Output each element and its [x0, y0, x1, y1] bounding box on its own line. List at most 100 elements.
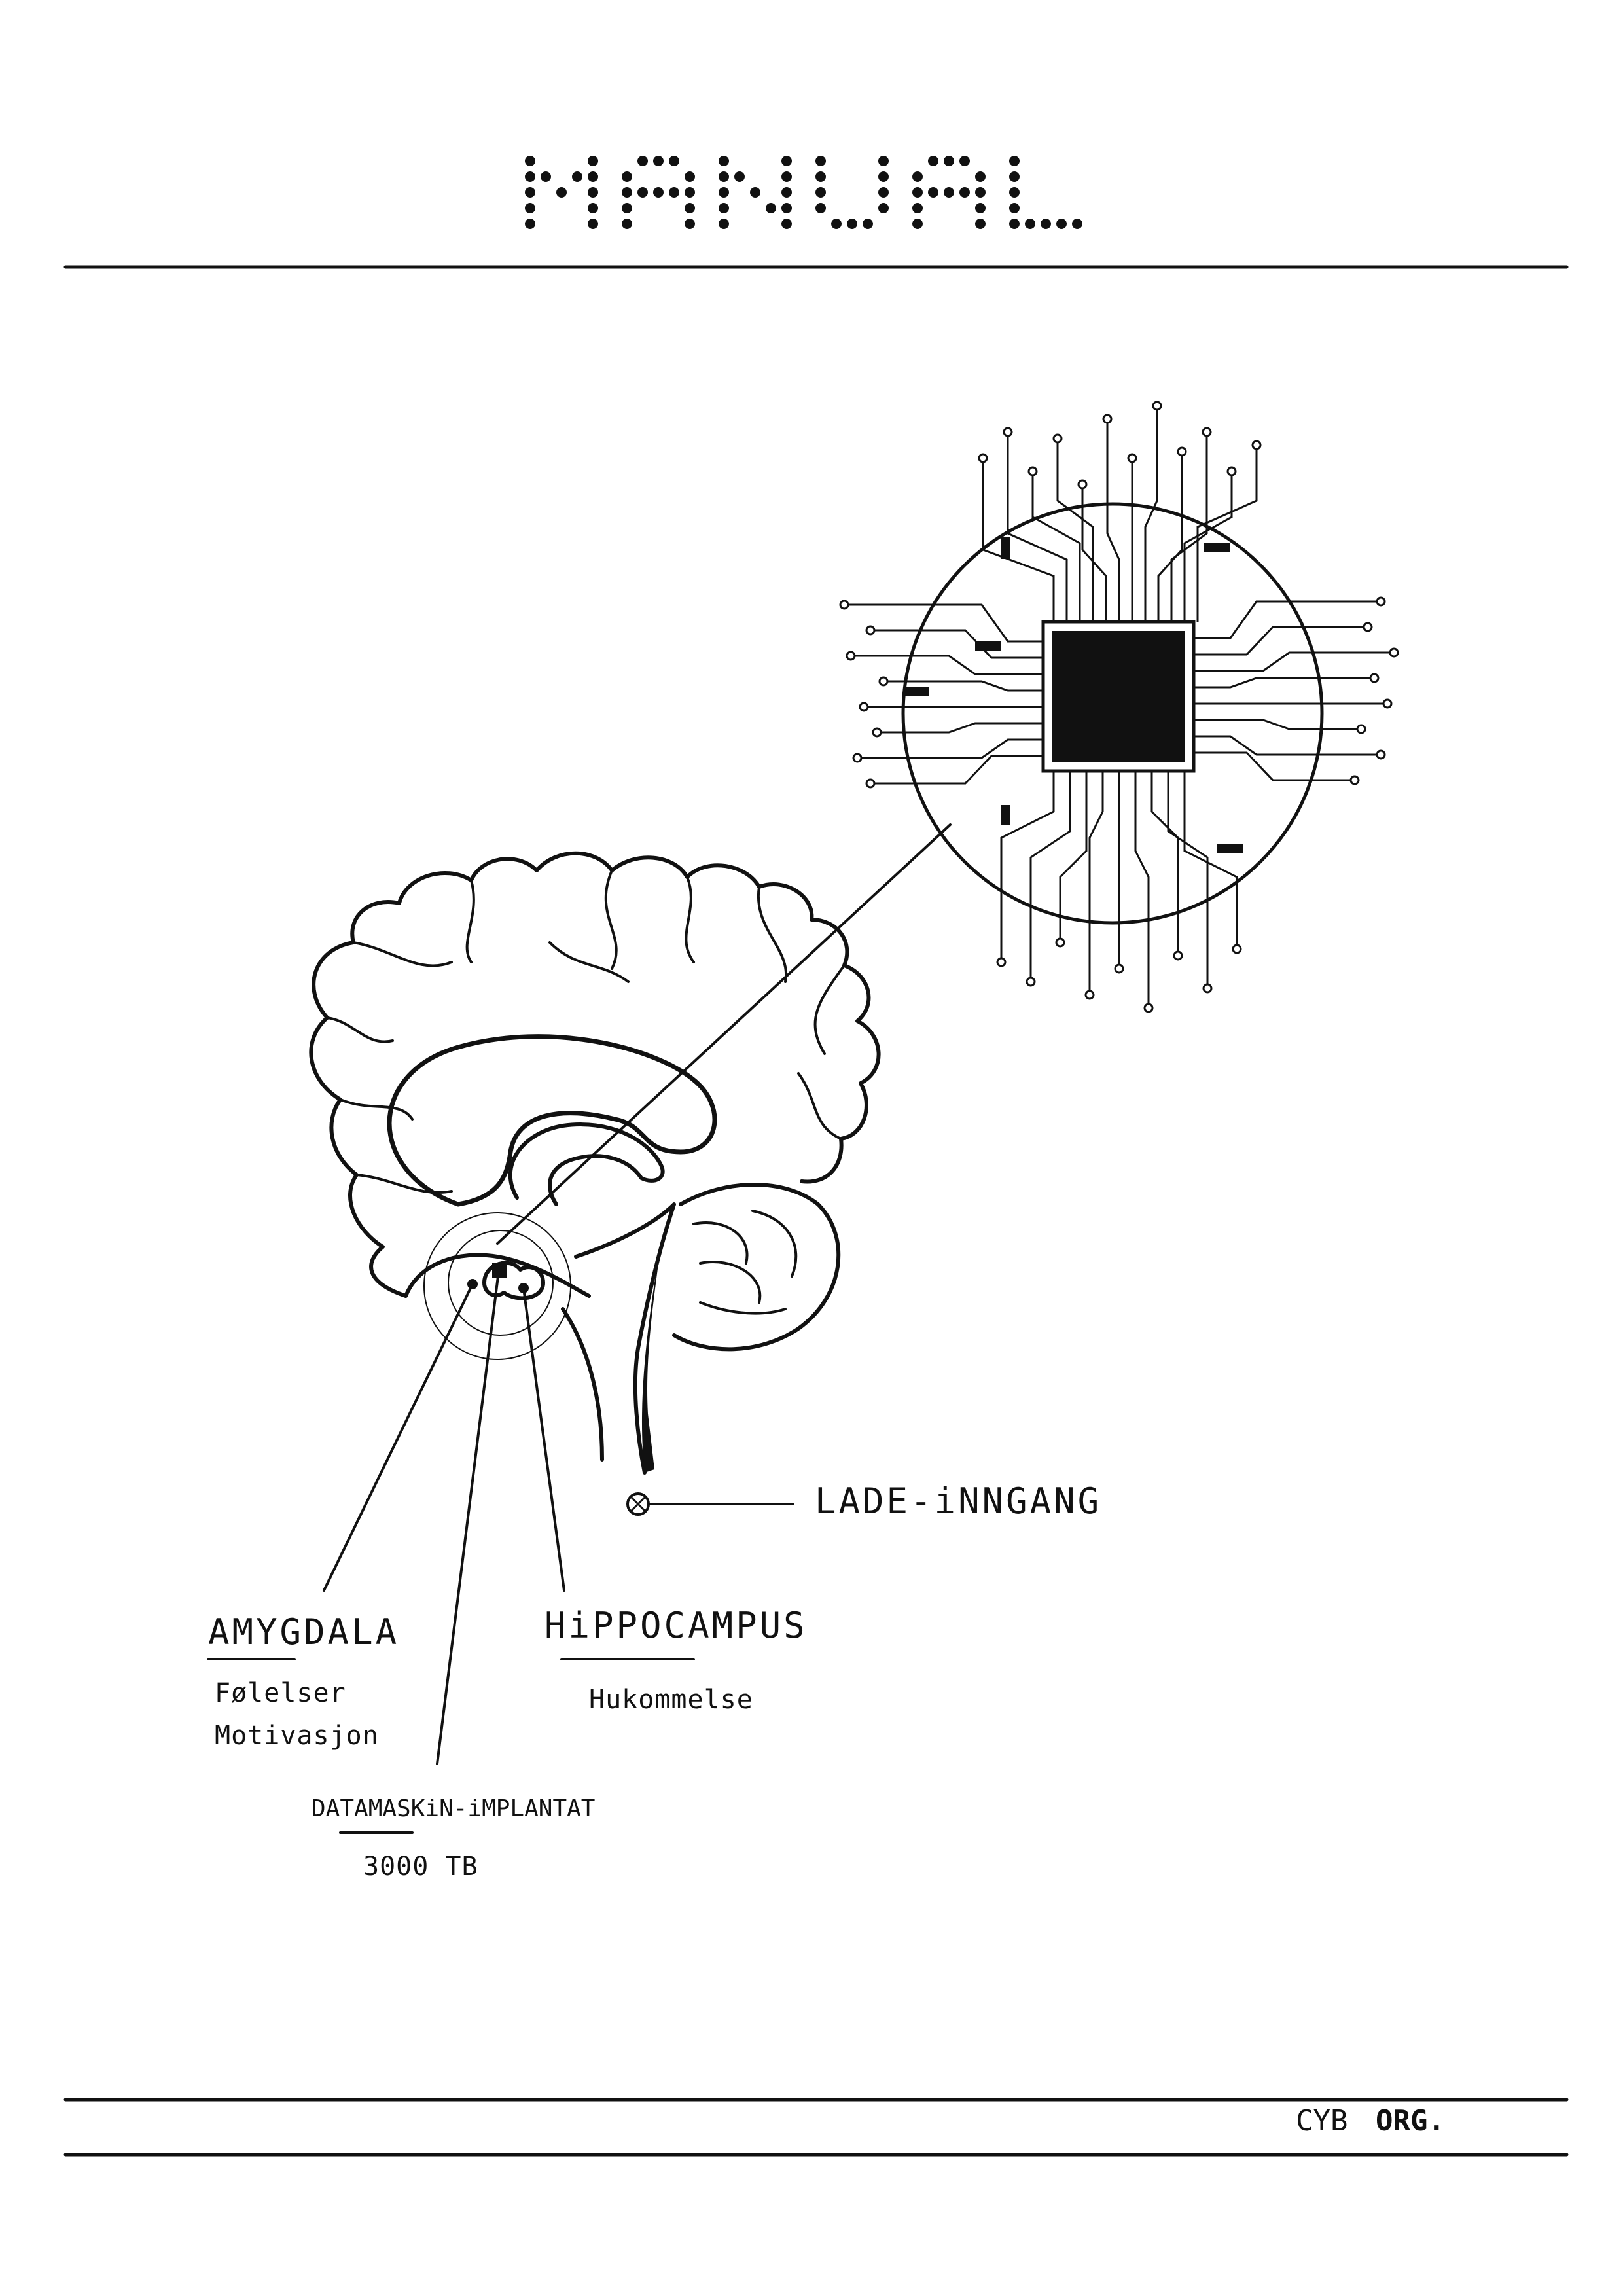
title-dot	[685, 171, 695, 182]
circuit-trace	[1026, 977, 1036, 987]
hippocampus-function-1: Hukommelse	[589, 1685, 753, 1715]
title-dot	[1009, 171, 1020, 182]
cerebrum-outline	[309, 851, 881, 1298]
title-dot	[1041, 219, 1051, 229]
page-title	[525, 156, 1082, 229]
circuit-trace	[1194, 735, 1381, 756]
title-dot	[653, 187, 664, 198]
title-dot	[944, 156, 954, 166]
circuit-trace	[978, 453, 988, 463]
title-dot	[719, 219, 729, 229]
title-dot	[781, 156, 792, 166]
sulcus	[797, 1072, 842, 1140]
circuit-trace	[1382, 698, 1393, 709]
title-dot	[588, 219, 598, 229]
title-dot	[525, 171, 535, 182]
circuit-trace	[1183, 471, 1233, 622]
title-dot	[525, 203, 535, 213]
circuit-trace	[1144, 406, 1158, 622]
circuit-trace	[996, 957, 1007, 967]
circuit-trace	[1088, 771, 1104, 995]
title-dot	[622, 171, 632, 182]
circuit-trace	[1217, 844, 1243, 853]
cerebellum	[672, 1183, 841, 1352]
footer-brand: CYB ORG.	[1296, 2104, 1445, 2138]
title-dot	[928, 156, 938, 166]
circuit-trace	[870, 755, 1043, 785]
spinal-cord-shadow	[641, 1244, 661, 1473]
circuit-trace	[1150, 771, 1179, 956]
circuit-trace	[1376, 596, 1386, 607]
circuit-trace	[1349, 775, 1360, 785]
title-dot	[556, 187, 567, 198]
amygdala-function-2: Motivasjon	[215, 1721, 379, 1751]
circuit-trace	[1056, 439, 1094, 622]
title-dot	[685, 203, 695, 213]
amygdala-leader	[323, 1283, 474, 1592]
circuit-trace	[865, 625, 876, 636]
title-dot	[1009, 187, 1020, 198]
circuit-trace	[1077, 479, 1088, 490]
title-dot	[1056, 219, 1067, 229]
circuit-trace	[1167, 771, 1209, 988]
sulcus	[355, 1174, 453, 1194]
circuit-trace	[1055, 937, 1065, 948]
circuit-trace	[846, 651, 856, 661]
sulcus	[813, 964, 846, 1055]
circuit-trace	[1127, 453, 1137, 463]
title-dot	[637, 156, 648, 166]
circuit-trace	[1027, 466, 1038, 476]
circuit-trace	[1152, 401, 1162, 411]
circuit-trace	[1106, 419, 1120, 622]
sulcus	[465, 879, 475, 963]
circuit-trace	[1251, 440, 1262, 450]
implant-leader	[436, 1270, 500, 1765]
sulcus	[604, 869, 618, 970]
title-dot	[525, 156, 535, 166]
thalamus	[508, 1122, 665, 1206]
corpus-callosum	[387, 1034, 717, 1207]
circuit-trace	[872, 727, 882, 738]
circuit-trace	[1194, 677, 1374, 689]
title-dot	[912, 219, 923, 229]
title-dot	[588, 156, 598, 166]
circuit-trace	[903, 687, 929, 696]
circuit-trace	[844, 603, 1043, 643]
title-dot	[588, 171, 598, 182]
circuit-trace	[1000, 771, 1055, 962]
circuit-trace	[1363, 622, 1373, 632]
circuit-trace	[1114, 963, 1124, 974]
zoom-connector-line	[496, 823, 952, 1245]
circuit-trace	[1376, 749, 1386, 760]
circuit-trace	[1232, 944, 1242, 954]
amygdala-label: AMYGDALA	[208, 1611, 399, 1653]
circuit-trace	[865, 778, 876, 789]
circuit-trace	[1143, 1003, 1154, 1013]
title-dot	[928, 187, 938, 198]
circuit-trace	[1183, 771, 1238, 949]
circuit-trace	[839, 600, 849, 610]
circuit-trace	[1173, 950, 1183, 961]
circuit-trace	[1226, 466, 1237, 476]
limbic-structures	[482, 1261, 545, 1300]
title-dot	[847, 219, 857, 229]
circuit-trace	[859, 702, 869, 712]
brain-drawing	[309, 851, 881, 1516]
cerebellum-folia	[751, 1210, 798, 1278]
circuit-trace	[1202, 983, 1213, 994]
hippocampus-leader	[522, 1287, 565, 1592]
sulcus	[326, 1016, 394, 1043]
hippocampus-label: HiPPOCAMPUS	[544, 1605, 808, 1646]
title-dot	[525, 187, 535, 198]
title-dot	[766, 203, 776, 213]
circuit-trace	[1204, 543, 1230, 552]
circuit-trace	[1194, 600, 1381, 639]
title-dot	[750, 187, 760, 198]
circuit-trace	[1102, 414, 1113, 424]
charging-port-cross	[630, 1496, 647, 1513]
amygdala-function-1: Følelser	[215, 1678, 346, 1708]
circuit-trace	[1356, 724, 1366, 734]
circuit-trace	[851, 655, 1043, 675]
title-dot	[975, 203, 986, 213]
